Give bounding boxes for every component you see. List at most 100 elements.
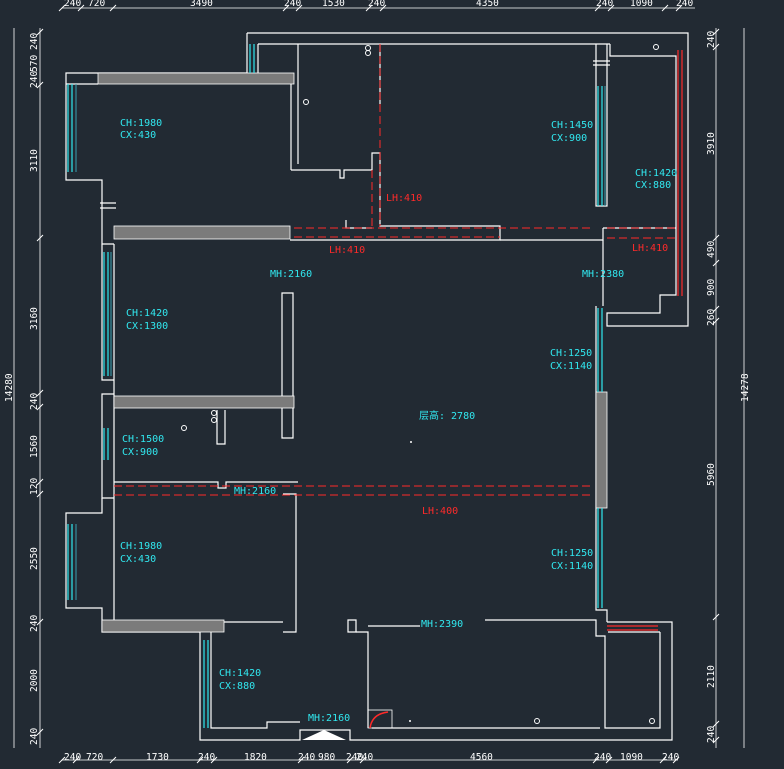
dim-top-1: 240 — [64, 0, 81, 9]
fixture-circle — [211, 417, 217, 423]
fixtures — [181, 44, 659, 740]
fixture-circle — [365, 45, 371, 51]
mh-label-5: MH:2160 — [308, 713, 350, 724]
fixture-box — [367, 709, 393, 729]
room-7-ch: CH:1980 — [120, 541, 162, 552]
fixture-circle — [534, 718, 540, 724]
lh-label-3: LH:410 — [632, 243, 668, 254]
dim-bottom-10: 4560 — [470, 752, 493, 763]
dim-top-10: 240 — [676, 0, 693, 9]
room-8-cx: CX:1140 — [551, 561, 593, 572]
mh-label-1: MH:2160 — [270, 269, 312, 280]
room-3-ch: CH:1420 — [635, 168, 677, 179]
beam-mid-left — [113, 225, 291, 240]
dim-left-9: 2550 — [29, 547, 40, 570]
dim-top-4: 240 — [284, 0, 301, 9]
fixture-circle — [303, 99, 309, 105]
dim-bottom-7: 980 — [318, 752, 335, 763]
room-6-ch: CH:1500 — [122, 434, 164, 445]
dim-left-total: 14280 — [4, 373, 15, 402]
windows — [67, 44, 610, 728]
dim-bottom-9: 240 — [356, 752, 373, 763]
dim-bottom-12: 1090 — [620, 752, 643, 763]
dim-bottom-5: 1820 — [244, 752, 267, 763]
door-swing-arc — [369, 711, 389, 729]
room-6-cx: CX:900 — [122, 447, 158, 458]
dim-left-10: 240 — [29, 615, 40, 632]
dimension-labels-top: 240 720 3490 240 1530 240 4350 240 1090 … — [64, 0, 693, 9]
dim-right-total: 14278 — [740, 373, 751, 402]
room-1-ch: CH:1980 — [120, 118, 162, 129]
room-annotations: CH:1980 CX:430 CH:1450 CX:900 CH:1420 CX… — [120, 118, 677, 724]
dim-top-7: 4350 — [476, 0, 499, 9]
ceiling-dashed-lines — [114, 44, 683, 631]
room-7-cx: CX:430 — [120, 554, 156, 565]
beam-right — [595, 391, 608, 509]
dim-top-5: 1530 — [322, 0, 345, 9]
dim-bottom-6: 240 — [298, 752, 315, 763]
window-left-small — [103, 428, 109, 460]
dim-top-9: 1090 — [630, 0, 653, 9]
dim-right-5: 260 — [706, 309, 717, 326]
fixture-dot — [409, 720, 411, 722]
room-9-ch: CH:1420 — [219, 668, 261, 679]
dimension-labels-left: 240 570 240 3110 3160 240 1560 120 2550 … — [4, 33, 40, 745]
fixture-dot — [410, 441, 412, 443]
dim-top-6: 240 — [368, 0, 385, 9]
room-2-ch: CH:1450 — [551, 120, 593, 131]
dimension-lines — [13, 4, 745, 764]
lh-label-1: LH:410 — [386, 193, 422, 204]
dim-bottom-8: 240 — [346, 752, 363, 763]
window-right-2 — [597, 308, 603, 392]
dim-left-1: 240 — [29, 33, 40, 50]
room-9-cx: CX:880 — [219, 681, 255, 692]
beam-top-left — [97, 72, 295, 85]
dim-left-8: 120 — [29, 478, 40, 495]
dim-left-6: 240 — [29, 393, 40, 410]
dim-top-8: 240 — [596, 0, 613, 9]
mh-label-4: MH:2390 — [421, 619, 463, 630]
window-right-3 — [597, 508, 603, 608]
dim-right-2: 3910 — [706, 132, 717, 155]
dim-bottom-3: 1730 — [146, 752, 169, 763]
dim-right-1: 240 — [706, 31, 717, 48]
dim-left-5: 3160 — [29, 307, 40, 330]
dim-left-4: 3110 — [29, 149, 40, 172]
window-right-1 — [597, 86, 606, 206]
room-3-cx: CX:880 — [635, 180, 671, 191]
dim-bottom-2: 720 — [86, 752, 103, 763]
dim-left-12: 240 — [29, 728, 40, 745]
mh-label-2: MH:2380 — [582, 269, 624, 280]
fixture-circle — [649, 718, 655, 724]
lh-label-4: LH:400 — [422, 506, 458, 517]
room-5-ch: CH:1250 — [550, 348, 592, 359]
beams — [97, 72, 608, 633]
dimension-labels-right: 240 3910 490 900 260 5960 2110 240 14278 — [706, 31, 751, 743]
window-left-top — [67, 84, 77, 172]
window-left-mid — [103, 252, 112, 376]
dim-top-3: 3490 — [190, 0, 213, 9]
dim-left-7: 1560 — [29, 435, 40, 458]
window-top-gap — [249, 44, 255, 73]
dim-bottom-4: 240 — [198, 752, 215, 763]
window-left-bottom — [67, 524, 77, 600]
walls — [65, 32, 689, 741]
beam-bottom-left — [101, 619, 225, 633]
dim-top-2: 720 — [88, 0, 105, 9]
room-1-cx: CX:430 — [120, 130, 156, 141]
room-5-cx: CX:1140 — [550, 361, 592, 372]
dim-left-11: 2000 — [29, 669, 40, 692]
dim-left-3: 240 — [29, 71, 40, 88]
dim-right-3: 490 — [706, 241, 717, 258]
beam-small-left — [113, 395, 295, 409]
mh-label-3: MH:2160 — [234, 486, 276, 497]
fixture-circle — [365, 50, 371, 56]
fixture-circle — [211, 410, 217, 416]
room-4-cx: CX:1300 — [126, 321, 168, 332]
dim-right-8: 240 — [706, 726, 717, 743]
dim-bottom-13: 240 — [662, 752, 679, 763]
room-8-ch: CH:1250 — [551, 548, 593, 559]
room-2-cx: CX:900 — [551, 133, 587, 144]
dimension-labels-bottom: 240 720 1730 240 1820 240 980 240 240 45… — [64, 752, 679, 763]
